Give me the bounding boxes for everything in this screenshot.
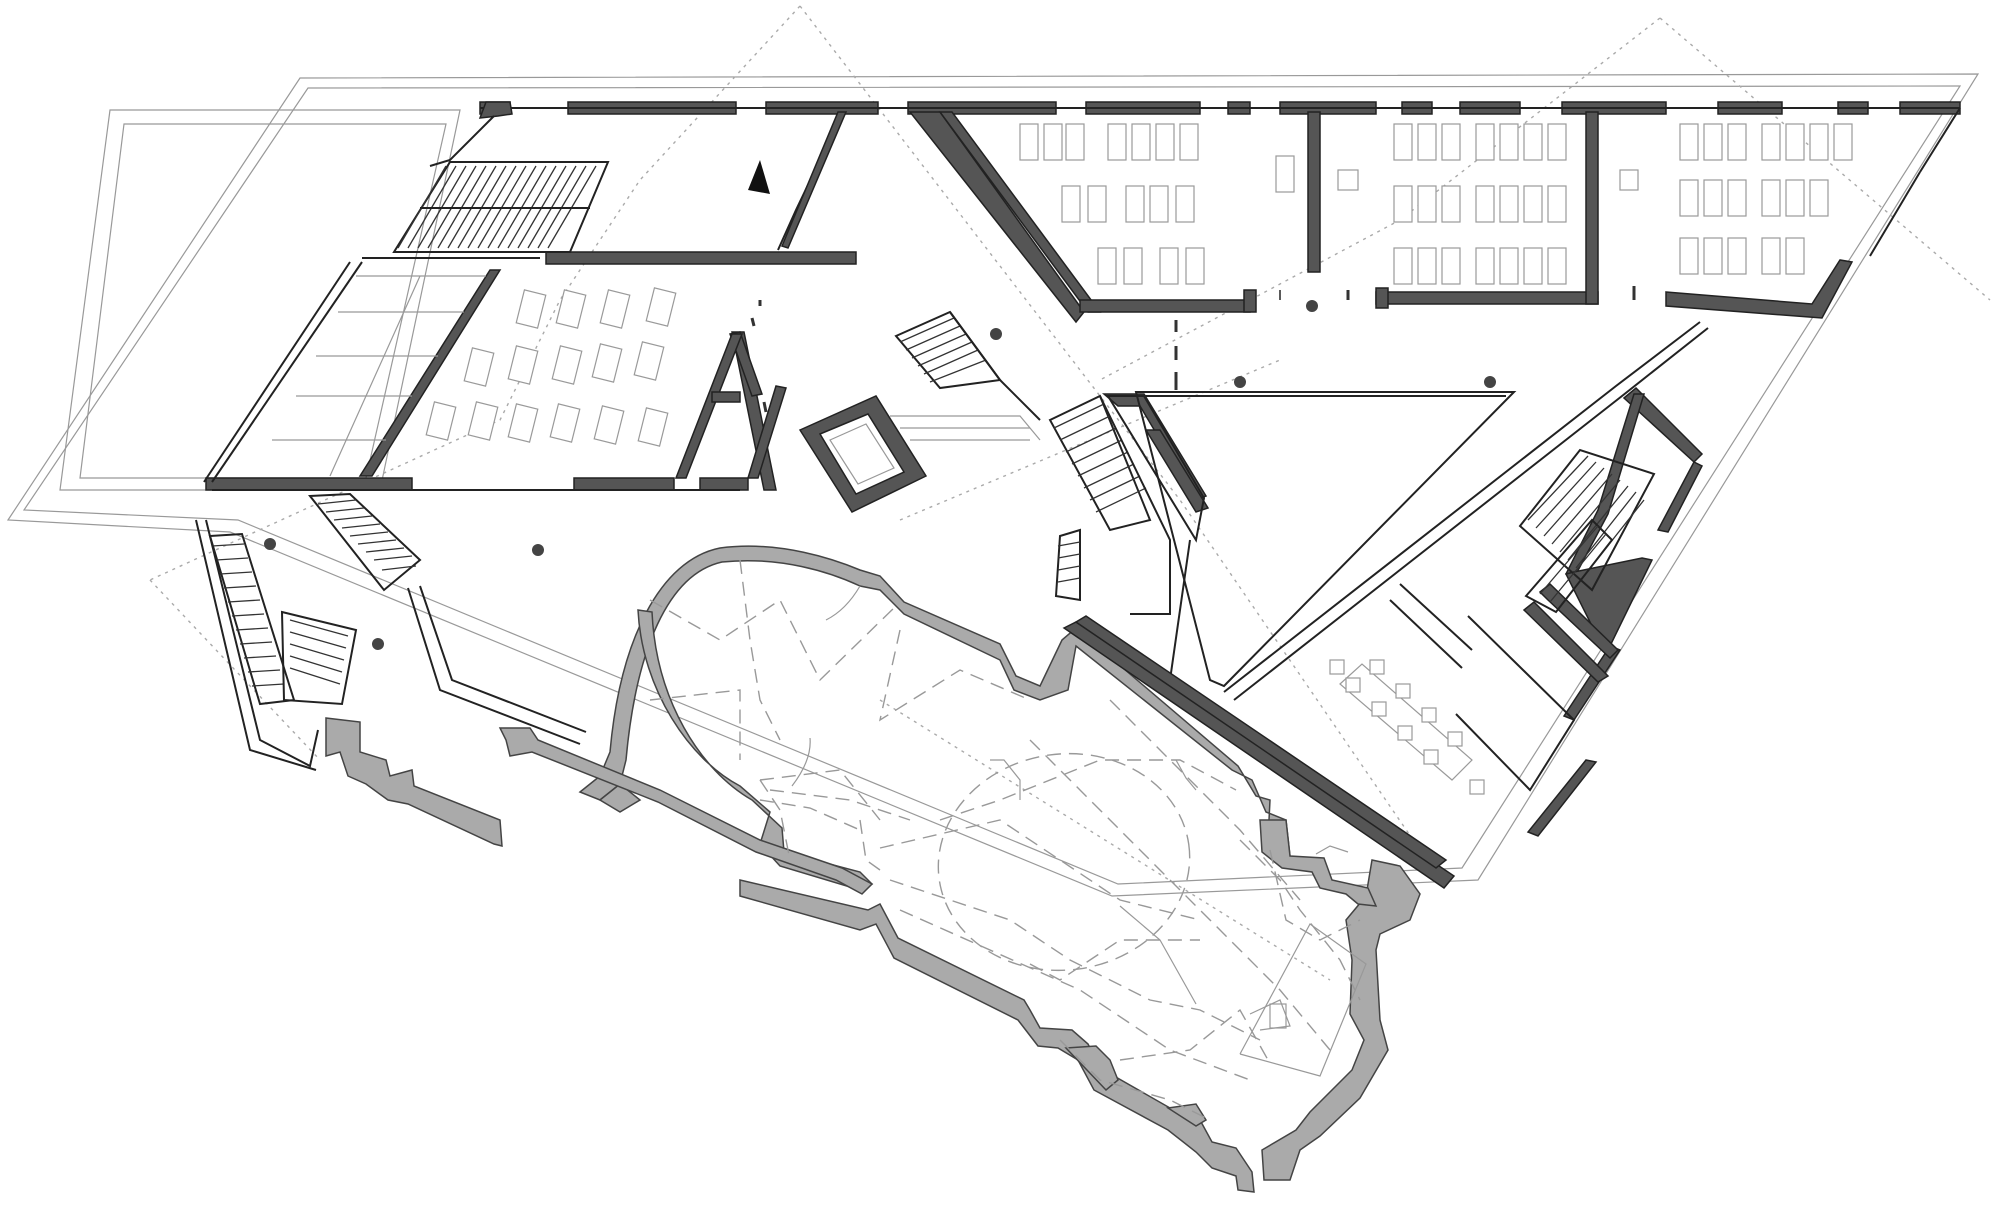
stair-northwest	[392, 161, 610, 253]
classroom-row	[908, 107, 1961, 324]
stair-central-upper	[894, 310, 1041, 421]
conference-table	[1329, 659, 1485, 795]
central-core	[264, 320, 1496, 650]
shaft-central	[1101, 393, 1210, 681]
east-wing	[1223, 321, 1709, 837]
stair-central-lower	[1048, 394, 1171, 615]
vaulting-lines	[649, 559, 1367, 1121]
door-swings	[791, 585, 861, 787]
north-arrow-icon	[748, 160, 770, 194]
courtyard	[1134, 391, 1517, 688]
desks-room-a	[1019, 123, 1205, 285]
site-outline	[6, 73, 1980, 897]
historic-building	[325, 545, 1456, 1193]
desks-room-b	[1393, 123, 1567, 285]
north-facade	[479, 101, 1961, 115]
desks-west-room	[425, 287, 677, 447]
desks-room-c	[1679, 123, 1853, 275]
stair-southwest	[308, 492, 587, 745]
west-wing	[203, 101, 857, 491]
stair-west	[195, 519, 358, 771]
stair-east	[1518, 448, 1656, 614]
